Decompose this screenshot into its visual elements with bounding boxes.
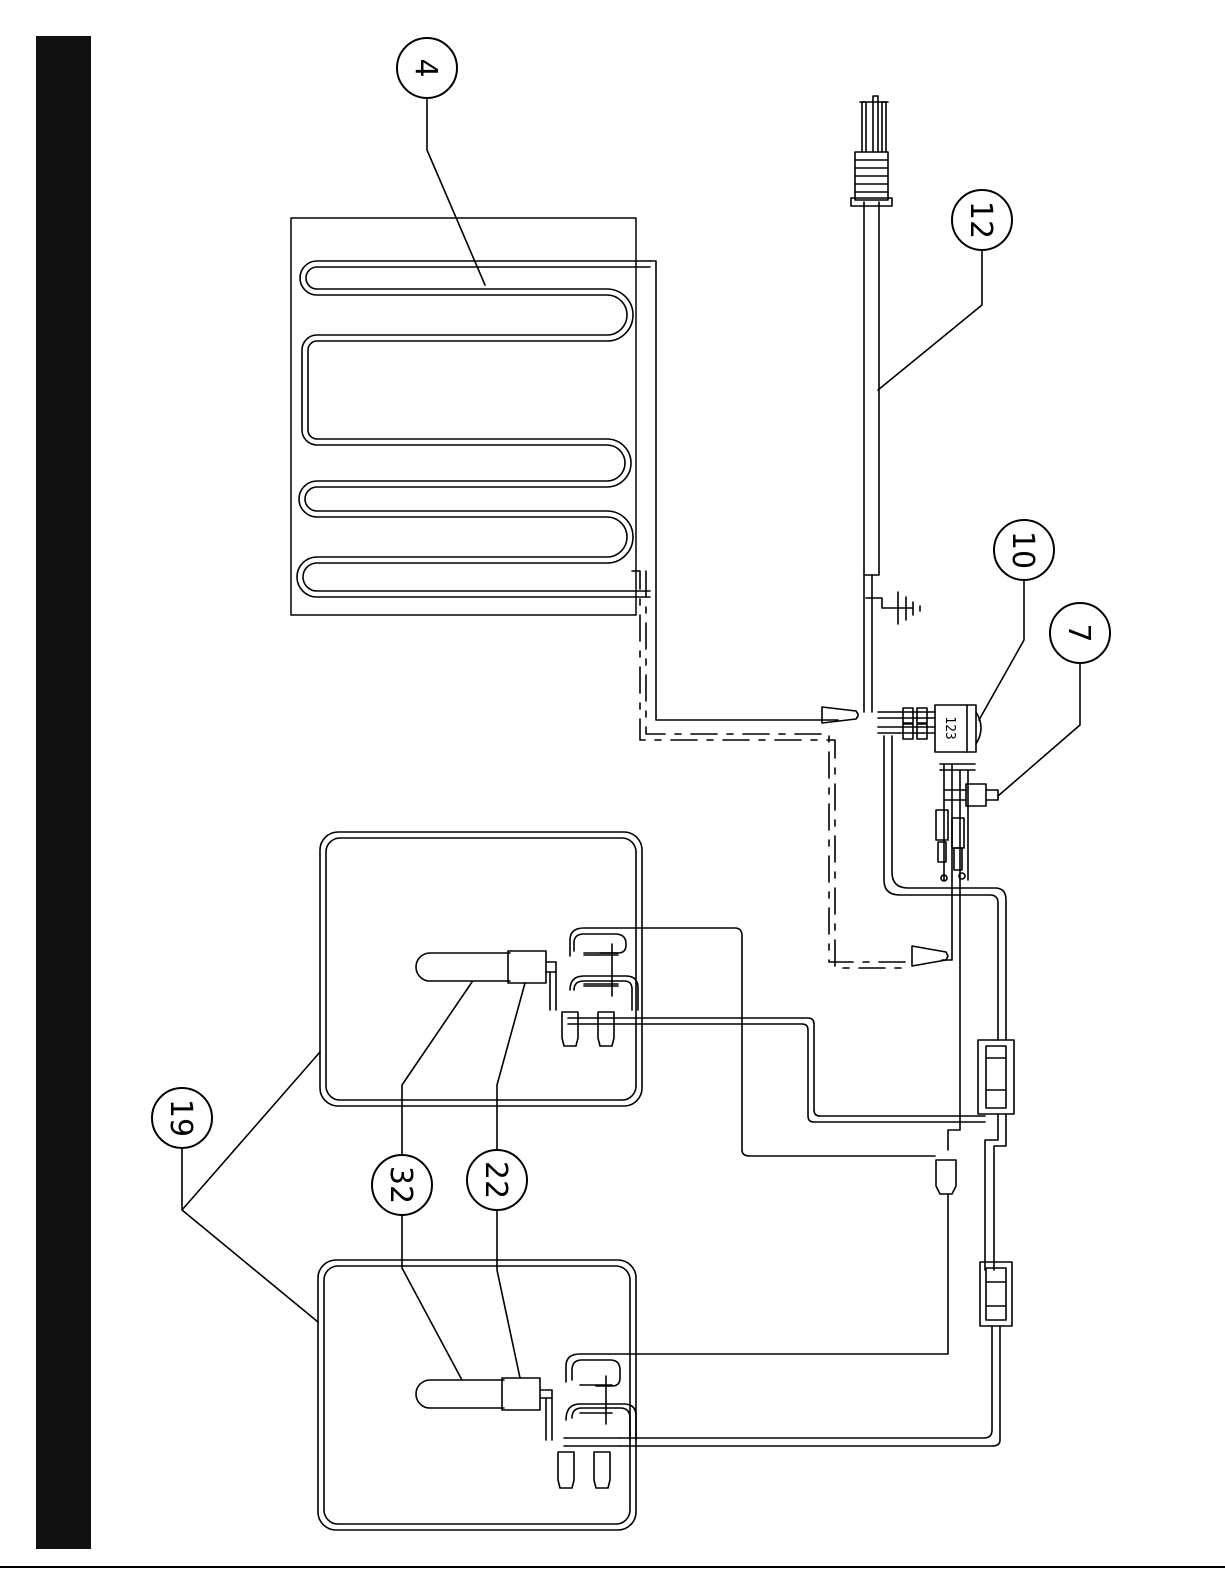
wire-nut-right-lower <box>936 1160 956 1194</box>
callout-10-label: 10 <box>1005 531 1040 569</box>
heated-pan-lower <box>318 1194 948 1530</box>
heating-panel <box>291 218 910 968</box>
sensor-housing-lower <box>502 1378 540 1410</box>
callout-32-label: 32 <box>383 1166 418 1204</box>
heated-pan-upper <box>320 832 985 1156</box>
thermostat-probe <box>936 764 998 881</box>
connector-lower <box>980 1262 1012 1326</box>
sensor-housing-upper <box>508 951 546 983</box>
wire-nut-right-upper <box>912 946 948 966</box>
callout-22-label: 22 <box>478 1161 513 1199</box>
heating-element-coil <box>297 261 650 597</box>
probe-bulb-lower <box>416 1380 504 1408</box>
callout-19-label: 19 <box>163 1099 198 1137</box>
connector-upper <box>978 1040 1014 1114</box>
callout-12-label: 12 <box>963 201 998 239</box>
probe-bulb-upper <box>416 953 510 981</box>
switch-terminal-label: 123 <box>942 716 957 739</box>
callout-19 <box>152 1052 320 1322</box>
callout-4-label: 4 <box>408 58 443 77</box>
callout-7-label: 7 <box>1061 623 1096 642</box>
rocker-switch <box>878 705 981 752</box>
power-cord <box>851 96 912 712</box>
